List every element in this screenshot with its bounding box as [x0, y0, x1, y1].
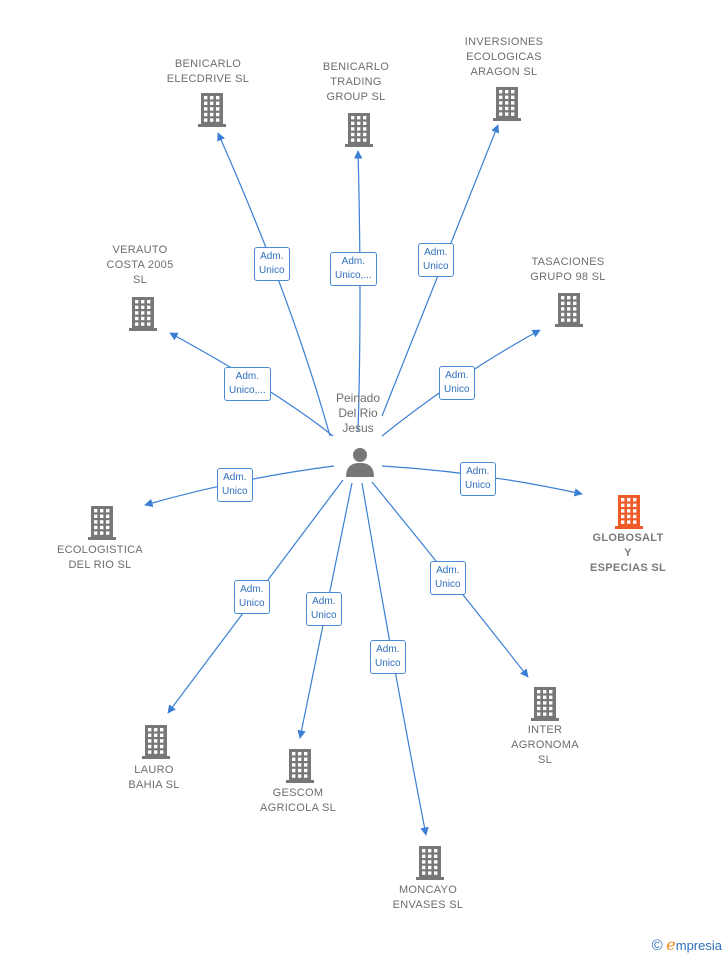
- company-label-tasaciones[interactable]: TASACIONES GRUPO 98 SL: [530, 256, 606, 283]
- company-label-benicarlo-trading[interactable]: BENICARLO TRADING GROUP SL: [322, 61, 390, 103]
- empresia-brand[interactable]: © empresia: [652, 935, 722, 954]
- brand-initial: e: [666, 935, 676, 954]
- building-icon[interactable]: [553, 292, 585, 328]
- relation-label-inter-agronoma[interactable]: Adm. Unico: [430, 561, 466, 595]
- building-icon[interactable]: [196, 92, 228, 128]
- building-icon[interactable]: [343, 112, 375, 148]
- company-label-benicarlo-elecdrive[interactable]: BENICARLO ELECDRIVE SL: [166, 58, 250, 85]
- building-icon[interactable]: [284, 748, 316, 784]
- relation-label-moncayo[interactable]: Adm. Unico: [370, 640, 406, 674]
- relation-label-lauro[interactable]: Adm. Unico: [234, 580, 270, 614]
- company-label-verauto[interactable]: VERAUTO COSTA 2005 SL: [106, 244, 174, 286]
- relation-label-gescom[interactable]: Adm. Unico: [306, 592, 342, 626]
- relation-label-ecologistica[interactable]: Adm. Unico: [217, 468, 253, 502]
- company-label-globosalt[interactable]: GLOBOSALT Y ESPECIAS SL: [589, 532, 667, 574]
- edge-benicarlo-trading: [354, 150, 363, 433]
- edge-benicarlo-elecdrive: [217, 132, 331, 437]
- building-icon[interactable]: [414, 845, 446, 881]
- company-label-ecologistica[interactable]: ECOLOGISTICA DEL RIO SL: [56, 544, 144, 571]
- relation-label-tasaciones[interactable]: Adm. Unico: [439, 366, 475, 400]
- building-icon[interactable]: [613, 494, 645, 530]
- relation-label-benicarlo-trading[interactable]: Adm. Unico,...: [330, 252, 377, 286]
- company-label-inter-agronoma[interactable]: INTER AGRONOMA SL: [511, 724, 579, 766]
- building-icon[interactable]: [140, 724, 172, 760]
- building-icon[interactable]: [529, 686, 561, 722]
- company-label-inversiones-ecologicas[interactable]: INVERSIONES ECOLOGICAS ARAGON SL: [464, 36, 544, 78]
- relation-label-inversiones-ecologicas[interactable]: Adm. Unico: [418, 243, 454, 277]
- building-icon[interactable]: [491, 86, 523, 122]
- company-label-lauro[interactable]: LAURO BAHIA SL: [128, 764, 180, 791]
- company-label-gescom[interactable]: GESCOM AGRICOLA SL: [259, 787, 337, 814]
- person-icon[interactable]: [344, 446, 376, 478]
- relation-label-globosalt[interactable]: Adm. Unico: [460, 462, 496, 496]
- brand-name: mpresia: [675, 938, 722, 953]
- company-label-moncayo[interactable]: MONCAYO ENVASES SL: [392, 884, 464, 911]
- relation-label-benicarlo-elecdrive[interactable]: Adm. Unico: [254, 247, 290, 281]
- center-person-label[interactable]: Peinado Del Rio Jesus: [335, 391, 381, 435]
- relation-label-verauto[interactable]: Adm. Unico,...: [224, 367, 271, 401]
- copyright-icon: ©: [651, 937, 663, 954]
- building-icon[interactable]: [127, 296, 159, 332]
- building-icon[interactable]: [86, 505, 118, 541]
